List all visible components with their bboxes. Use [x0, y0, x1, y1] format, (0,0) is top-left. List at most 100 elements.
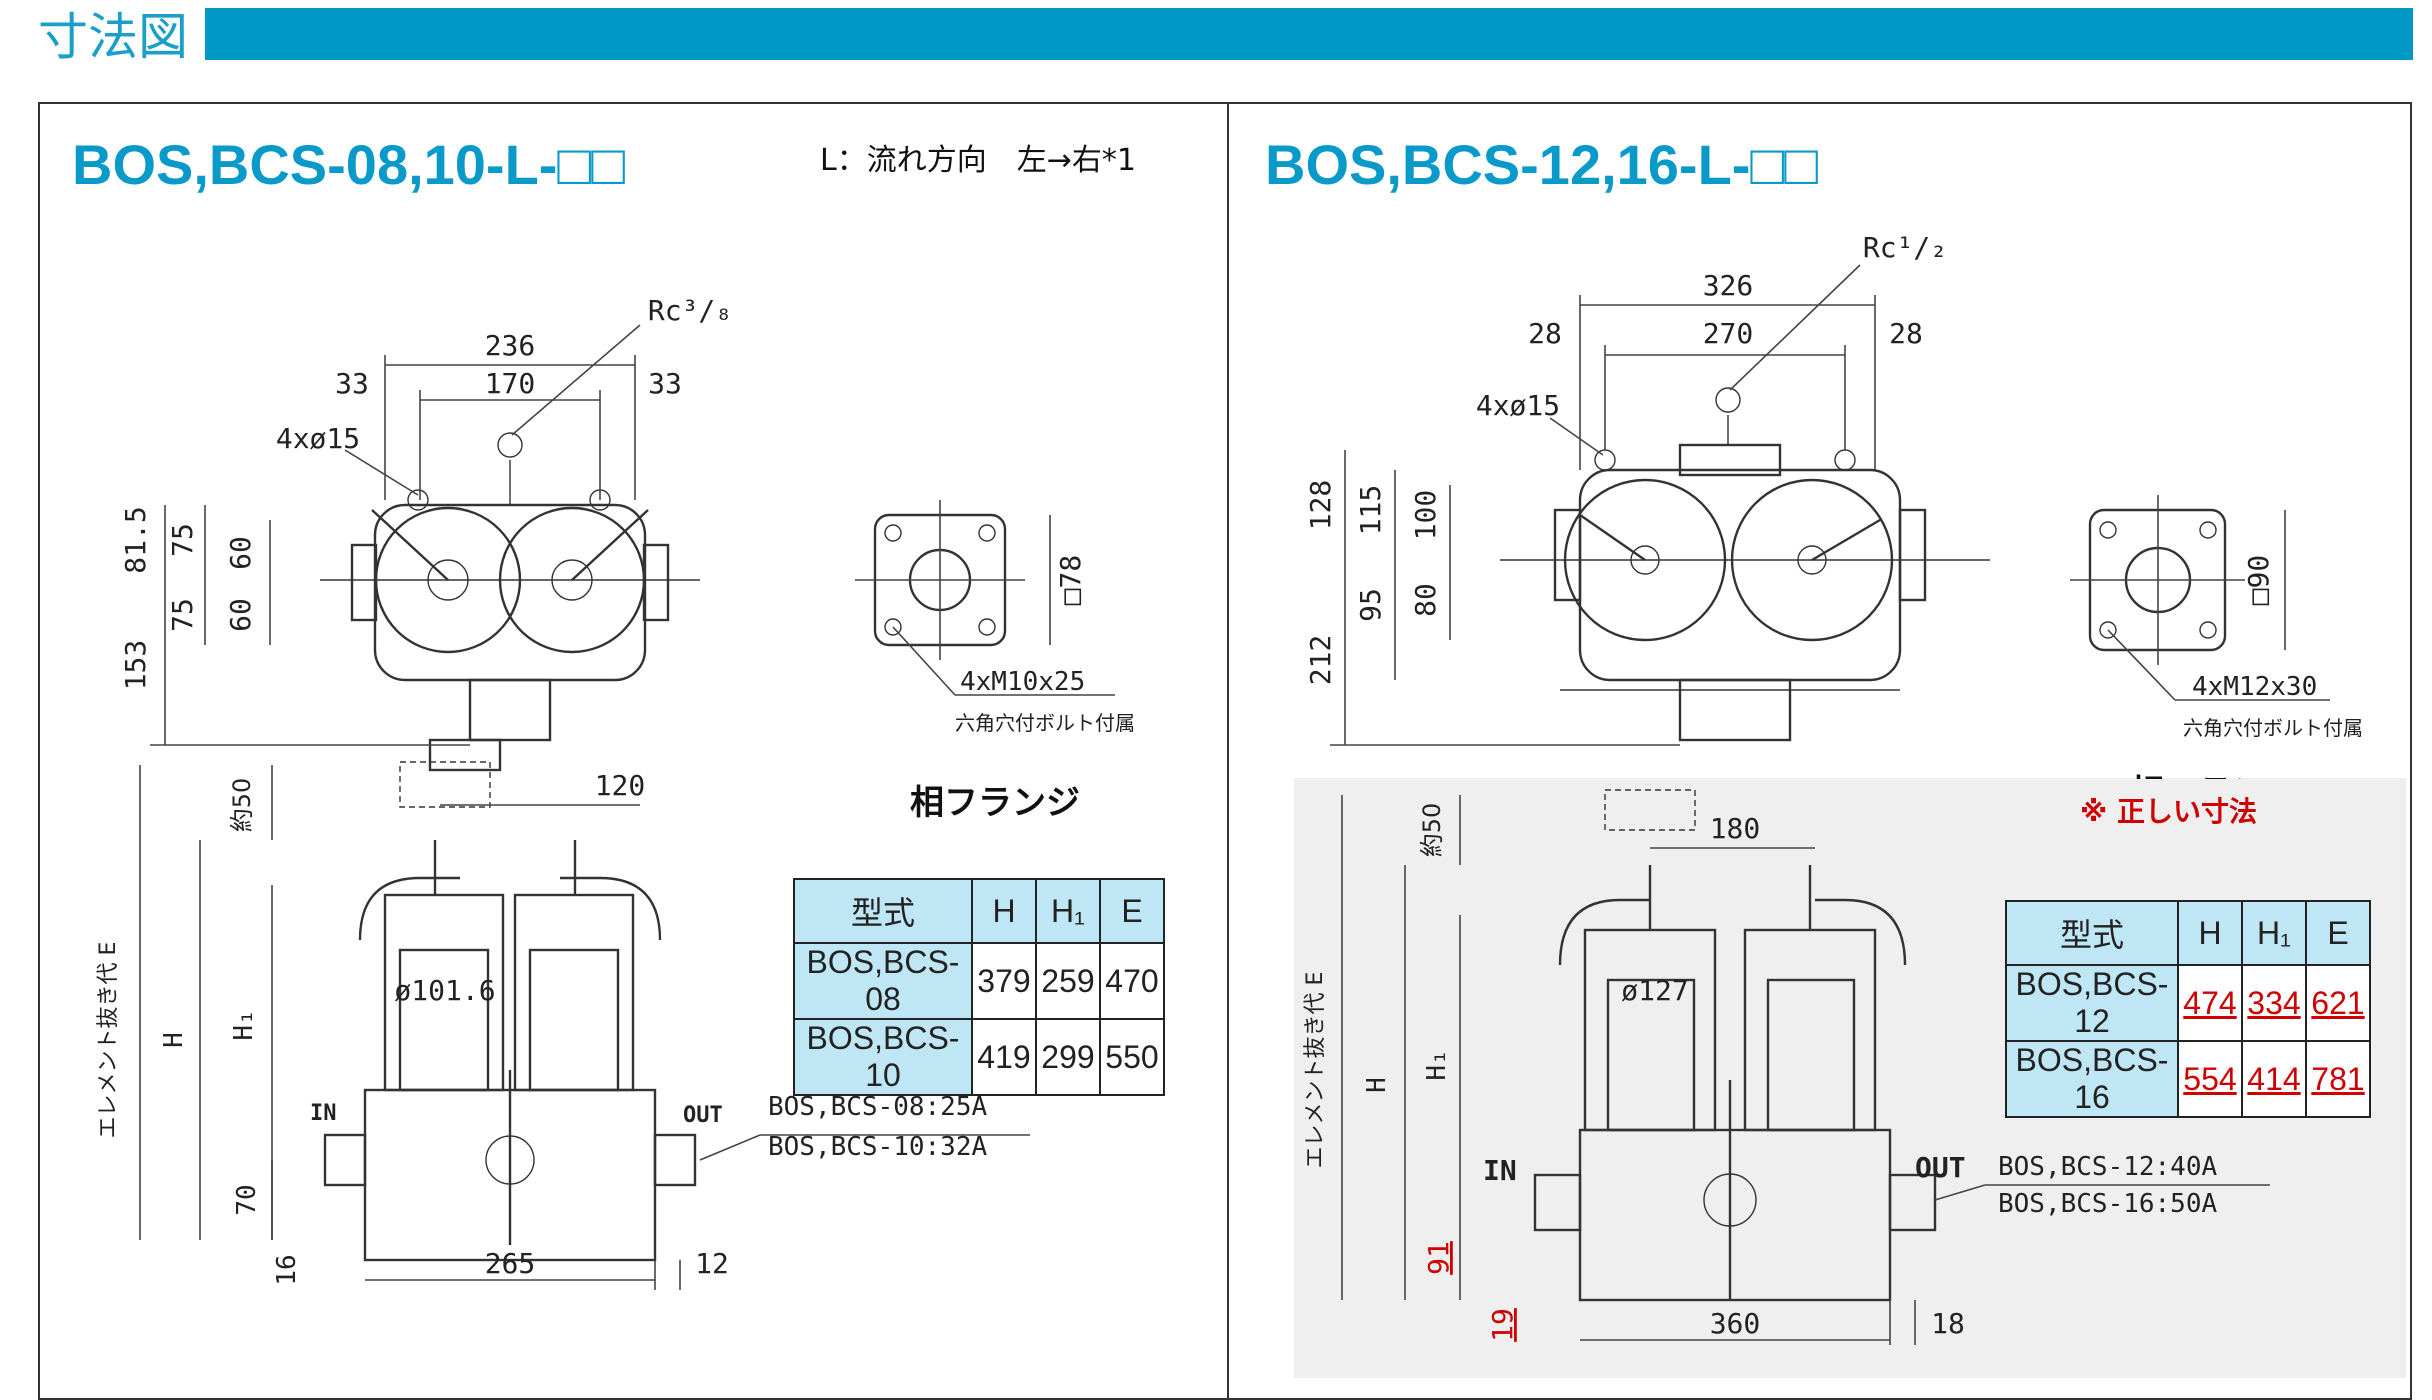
cell-model: BOS,BCS-10	[793, 1018, 973, 1096]
right-model-title: BOS,BCS-12,16-L-□□	[1265, 133, 1819, 196]
dim-326: 326	[1703, 269, 1754, 302]
dim-360: 360	[1710, 1307, 1761, 1340]
cell-h1: 334	[2241, 964, 2307, 1042]
cell-e: 470	[1099, 942, 1165, 1020]
col-e: E	[2305, 900, 2371, 966]
right-front-dimension-labels: 約50 180 ø127 エレメント抜き代 E H H₁ IN OUT 91 1…	[1303, 803, 2217, 1342]
section-title-bar	[205, 8, 2413, 60]
left-mating-flange: □78 4xM10x25 六角穴付ボルト付属	[855, 500, 1135, 735]
dim-180: 180	[1710, 812, 1761, 845]
flange-bolt-left: 4xM10x25	[960, 667, 1085, 697]
right-front-dimensions	[1341, 795, 2270, 1345]
cell-h1: 299	[1035, 1018, 1101, 1096]
left-flange-caption: 相フランジ	[910, 783, 1080, 823]
dim-bolt-holes: 4xø15	[276, 422, 360, 455]
cell-h1: 259	[1035, 942, 1101, 1020]
label-in-left: IN	[310, 1101, 337, 1126]
port-size-12: BOS,BCS-12:40A	[1998, 1152, 2217, 1182]
label-in-right: IN	[1483, 1154, 1517, 1187]
dim-70: 70	[232, 1184, 262, 1215]
table-row: BOS,BCS-12 474 334 621	[2005, 964, 2371, 1042]
dim-approx-50-right: 約50	[1418, 803, 1446, 858]
left-top-dimension-labels: 236 170 33 33 Rc³/₈ 4xø15 81.5 75 60 75 …	[119, 294, 732, 690]
flange-size-right: □90	[2242, 555, 2275, 606]
label-out-left: OUT	[683, 1103, 723, 1128]
correct-dimension-note: ※ 正しい寸法	[2080, 795, 2257, 828]
dim-212: 212	[1304, 635, 1337, 686]
dim-120: 120	[595, 769, 646, 802]
dim-element-removal-e: エレメント抜き代 E	[96, 942, 121, 1139]
dim-236: 236	[485, 329, 536, 362]
dim-75-upper: 75	[166, 523, 199, 557]
left-dimension-drawing: 236 170 33 33 Rc³/₈ 4xø15 81.5 75 60 75 …	[96, 294, 1135, 1290]
flow-direction-note: L：流れ方向 左→右*1	[820, 143, 1136, 178]
dim-diameter-101-6: ø101.6	[394, 974, 495, 1007]
cell-h: 554	[2177, 1040, 2243, 1118]
left-spec-table: 型式 H H₁ E BOS,BCS-08 379 259 470 BOS,BCS…	[793, 878, 1165, 1096]
col-h: H	[971, 878, 1037, 944]
table-row: BOS,BCS-16 554 414 781	[2005, 1040, 2371, 1118]
dim-91: 91	[1422, 1241, 1455, 1275]
right-top-dimensions	[1330, 264, 1876, 746]
col-model: 型式	[2005, 900, 2179, 966]
cell-h: 474	[2177, 964, 2243, 1042]
dim-rc-port-right: Rc¹/₂	[1863, 231, 1947, 264]
dim-18: 18	[1931, 1307, 1965, 1340]
dim-28-left: 28	[1528, 317, 1562, 350]
col-h1: H₁	[1035, 878, 1101, 944]
cell-e: 550	[1099, 1018, 1165, 1096]
right-dimension-drawing: 326 270 28 28 Rc¹/₂ 4xø15 128 115 100 95…	[1303, 231, 2363, 1345]
col-e: E	[1099, 878, 1165, 944]
dim-element-removal-e-right: エレメント抜き代 E	[1303, 972, 1328, 1169]
dim-60-upper: 60	[224, 536, 257, 570]
port-size-10: BOS,BCS-10:32A	[768, 1132, 987, 1162]
label-out-right: OUT	[1915, 1151, 1966, 1184]
dim-153: 153	[119, 640, 152, 691]
left-top-dimensions	[150, 324, 641, 746]
frame-divider	[1227, 102, 1229, 1400]
cell-h: 379	[971, 942, 1037, 1020]
dim-100: 100	[1409, 490, 1442, 541]
dim-60-lower: 60	[224, 598, 257, 632]
dim-diameter-127: ø127	[1621, 974, 1688, 1007]
port-size-08: BOS,BCS-08:25A	[768, 1092, 987, 1122]
cell-model: BOS,BCS-16	[2005, 1040, 2179, 1118]
cell-h: 419	[971, 1018, 1037, 1096]
section-title: 寸法図	[38, 8, 188, 66]
dim-170: 170	[485, 367, 536, 400]
dim-128: 128	[1304, 480, 1337, 531]
col-h1: H₁	[2241, 900, 2307, 966]
dim-115: 115	[1354, 485, 1387, 536]
dim-28-right: 28	[1889, 317, 1923, 350]
dim-33-left: 33	[335, 367, 369, 400]
cell-model: BOS,BCS-12	[2005, 964, 2179, 1042]
left-top-view	[320, 432, 700, 772]
table-header-row: 型式 H H₁ E	[2005, 900, 2371, 966]
dim-h: H	[159, 1032, 189, 1048]
right-flange-caption-clip: 相フランジ	[2080, 755, 2280, 779]
dim-bolt-holes-right: 4xø15	[1476, 389, 1560, 422]
port-size-16: BOS,BCS-16:50A	[1998, 1189, 2217, 1219]
right-top-view	[1500, 387, 1990, 742]
flange-bolt-right: 4xM12x30	[2192, 672, 2317, 702]
table-row: BOS,BCS-10 419 299 550	[793, 1018, 1165, 1096]
flange-bolt-note-right: 六角穴付ボルト付属	[2183, 716, 2363, 740]
dim-270: 270	[1703, 317, 1754, 350]
dim-rc-port: Rc³/₈	[648, 294, 732, 327]
table-row: BOS,BCS-08 379 259 470	[793, 942, 1165, 1020]
dim-265: 265	[485, 1247, 536, 1280]
right-mating-flange: □90 4xM12x30 六角穴付ボルト付属	[2070, 495, 2363, 740]
dim-16: 16	[272, 1254, 302, 1285]
right-front-view	[1533, 789, 1937, 1302]
dim-33-right: 33	[648, 367, 682, 400]
dim-95: 95	[1354, 588, 1387, 622]
dim-approx-50: 約50	[228, 778, 256, 833]
cell-h1: 414	[2241, 1040, 2307, 1118]
dim-h-right: H	[1362, 1077, 1392, 1093]
cell-e: 781	[2305, 1040, 2371, 1118]
dim-80: 80	[1409, 583, 1442, 617]
flange-size-left: □78	[1054, 555, 1087, 606]
dim-12: 12	[695, 1247, 729, 1280]
dim-75-lower: 75	[166, 598, 199, 632]
dim-h1-right: H₁	[1422, 1049, 1452, 1080]
